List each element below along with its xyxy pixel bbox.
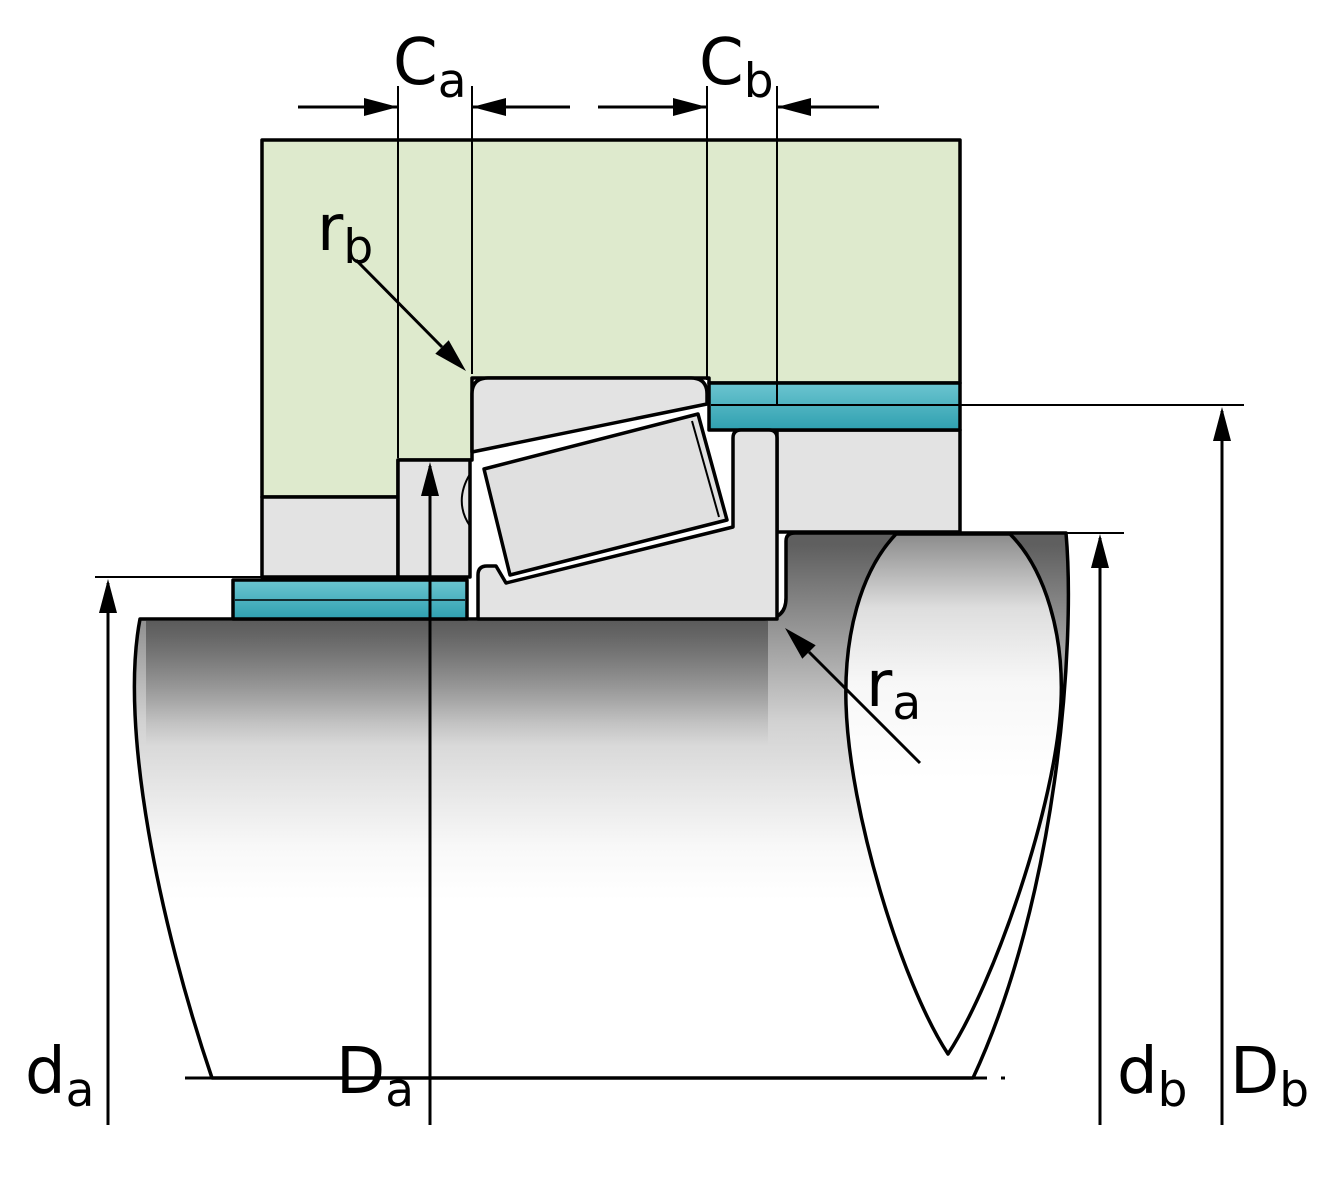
callout-ra: ra [785,628,921,765]
bearing-roller [482,412,729,577]
dimension-Ca: Ca [298,26,570,458]
housing-spacer-left-outer [260,495,400,579]
label-rb: rb [317,192,373,275]
label-Da: Da [336,1035,414,1118]
bearing-cage-line [460,473,471,527]
dimension-Da: Da [336,462,439,1125]
label-db: db [1117,1035,1187,1118]
roller-end-face-line [691,420,720,518]
housing-spacer-right [775,428,962,534]
label-ra: ra [866,648,921,731]
label-da: da [25,1035,94,1118]
dimension-db: db [1066,532,1187,1125]
callout-rb: rb [317,192,466,371]
bearing-outer-ring [470,376,709,454]
label-Ca: Ca [393,26,467,109]
dimension-da: da [25,576,470,1125]
housing-sleeve-right-teal [707,381,962,432]
label-Cb: Cb [699,26,774,109]
dimension-Cb: Cb [598,26,879,404]
dimension-Db: Db [711,404,1309,1125]
label-Db: Db [1230,1035,1309,1118]
bearing-inner-ring [476,428,779,621]
shaft-shading-band [146,621,768,745]
shaft-shoulder-fillet [844,532,1064,1056]
